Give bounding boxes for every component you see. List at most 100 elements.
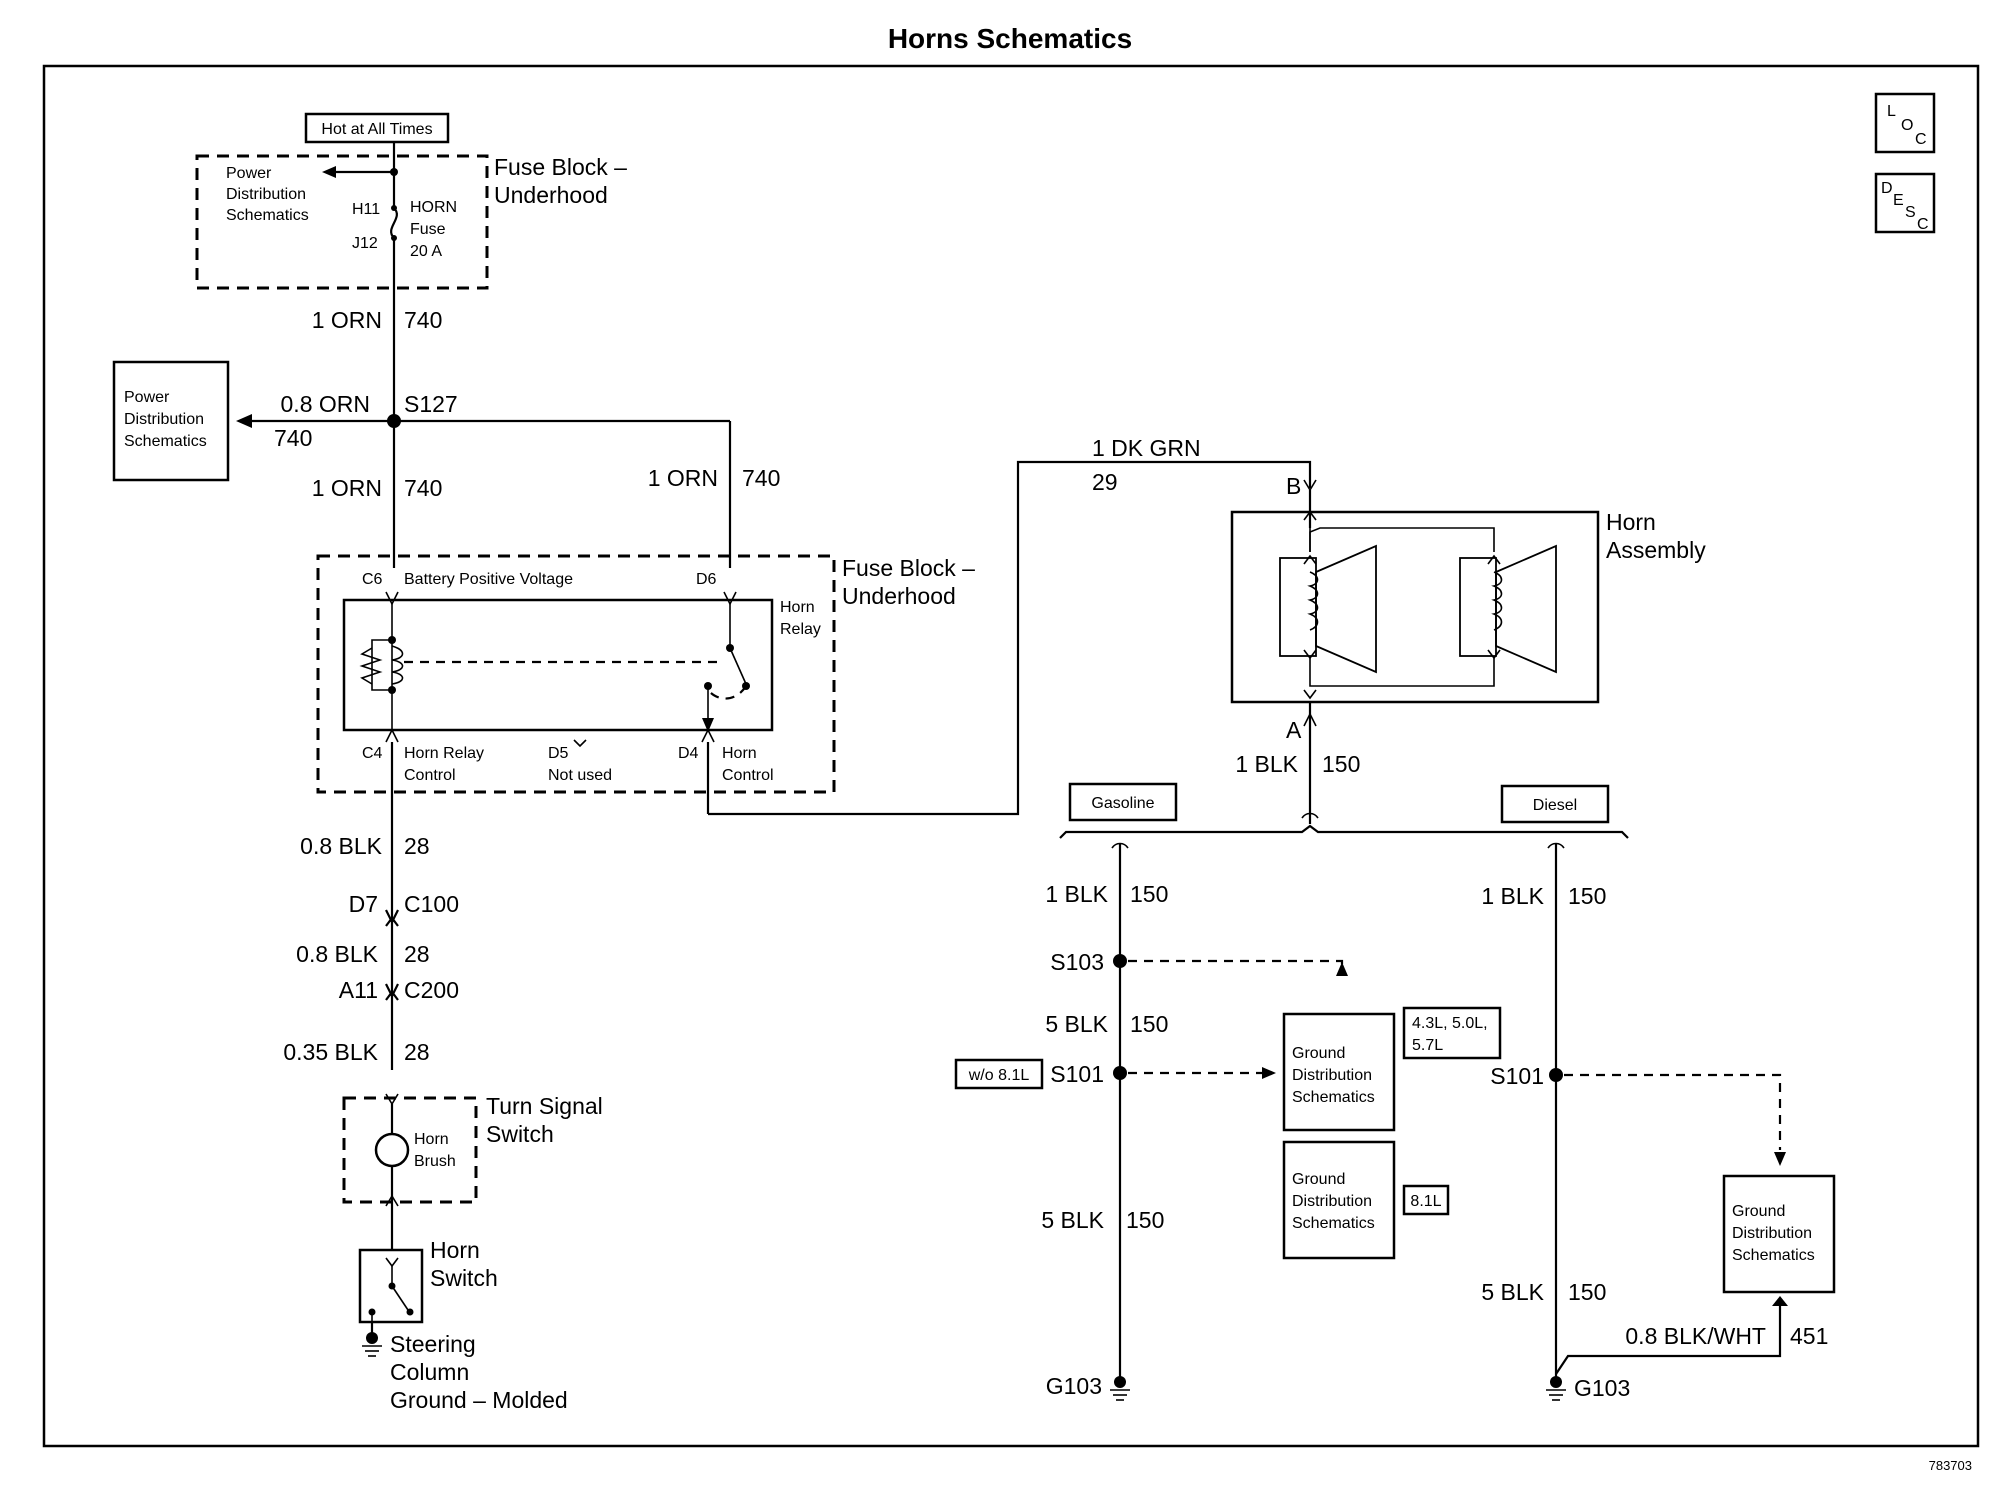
svg-text:Ground: Ground [1732, 1203, 1785, 1220]
svg-text:Schematics: Schematics [1292, 1215, 1375, 1232]
svg-text:Horn: Horn [430, 1237, 480, 1263]
svg-text:D4: D4 [678, 745, 699, 762]
desc-icon[interactable]: D E S C [1874, 172, 1936, 234]
svg-text:0.35 BLK: 0.35 BLK [283, 1039, 378, 1065]
svg-text:C6: C6 [362, 571, 383, 588]
svg-text:740: 740 [742, 465, 780, 491]
svg-text:S127: S127 [404, 391, 458, 417]
svg-text:451: 451 [1790, 1323, 1828, 1349]
svg-text:Underhood: Underhood [842, 583, 956, 609]
svg-text:L: L [1887, 103, 1896, 120]
svg-text:150: 150 [1130, 1011, 1168, 1037]
svg-text:C: C [1917, 216, 1929, 233]
svg-text:S: S [1905, 204, 1916, 221]
svg-text:1 BLK: 1 BLK [1481, 883, 1544, 909]
svg-text:740: 740 [274, 425, 312, 451]
loc-icon[interactable]: L O C [1874, 92, 1936, 154]
svg-text:Underhood: Underhood [494, 182, 608, 208]
engine-8-1l-label: 8.1L [1402, 1184, 1450, 1216]
svg-text:150: 150 [1568, 883, 1606, 909]
ground-distribution-reference-box[interactable]: Ground Distribution Schematics [1722, 1174, 1836, 1294]
splice-s101-diesel [1549, 1068, 1563, 1082]
svg-text:150: 150 [1130, 881, 1168, 907]
svg-text:1 BLK: 1 BLK [1235, 751, 1298, 777]
svg-text:Fuse: Fuse [410, 221, 446, 238]
svg-text:C: C [1915, 131, 1927, 148]
svg-text:D7: D7 [349, 891, 378, 917]
svg-text:Power: Power [226, 165, 272, 182]
svg-text:1 DK GRN: 1 DK GRN [1092, 435, 1201, 461]
gasoline-option-label: Gasoline [1068, 782, 1178, 822]
svg-text:Schematics: Schematics [124, 433, 207, 450]
svg-text:5 BLK: 5 BLK [1481, 1279, 1544, 1305]
horn-brush-icon [374, 1132, 410, 1168]
engine-option-label: 4.3L, 5.0L, 5.7L [1402, 1006, 1502, 1060]
svg-text:C4: C4 [362, 745, 383, 762]
svg-text:150: 150 [1322, 751, 1360, 777]
horn-relay [342, 591, 774, 743]
svg-text:28: 28 [404, 833, 430, 859]
page-title: Horns Schematics [888, 23, 1132, 54]
svg-text:Schematics: Schematics [1292, 1089, 1375, 1106]
svg-text:Not used: Not used [548, 767, 612, 784]
svg-text:Fuse Block –: Fuse Block – [842, 555, 975, 581]
svg-text:5 BLK: 5 BLK [1045, 1011, 1108, 1037]
ground-g103-gasoline: G103 [1046, 1373, 1102, 1399]
svg-text:28: 28 [404, 1039, 430, 1065]
power-distribution-reference-top: Power Distribution Schematics [226, 165, 309, 224]
ground-icon [1546, 1376, 1566, 1401]
hot-at-all-times-label: Hot at All Times [304, 112, 450, 144]
horn-fuse-icon [390, 205, 398, 241]
svg-text:Distribution: Distribution [1292, 1193, 1372, 1210]
svg-text:Column: Column [390, 1359, 469, 1385]
svg-text:A11: A11 [339, 977, 378, 1003]
svg-text:Hot at All Times: Hot at All Times [321, 121, 432, 138]
svg-text:Brush: Brush [414, 1153, 456, 1170]
svg-text:Horn Relay: Horn Relay [404, 745, 484, 762]
svg-text:O: O [1901, 117, 1913, 134]
without-8-1l-label: w/o 8.1L [954, 1058, 1044, 1090]
svg-text:0.8 BLK/WHT: 0.8 BLK/WHT [1625, 1323, 1766, 1349]
svg-text:A: A [1286, 717, 1302, 743]
fuse-block-underhood-relay [316, 554, 836, 794]
power-distribution-reference-box[interactable]: Power Distribution Schematics [112, 360, 230, 482]
svg-text:Power: Power [124, 389, 170, 406]
horn-speaker-icon [1279, 544, 1377, 674]
svg-text:1 ORN: 1 ORN [312, 307, 382, 333]
diode-icon [359, 647, 383, 685]
svg-text:S101: S101 [1050, 1061, 1104, 1087]
svg-text:Turn Signal: Turn Signal [486, 1093, 603, 1119]
svg-text:Schematics: Schematics [1732, 1247, 1815, 1264]
svg-text:150: 150 [1568, 1279, 1606, 1305]
relay-switch-contact-icon [729, 647, 747, 685]
svg-text:H11: H11 [352, 201, 380, 218]
svg-text:D: D [1881, 180, 1893, 197]
svg-text:0.8 BLK: 0.8 BLK [300, 833, 382, 859]
connector-c100 [385, 909, 399, 925]
svg-text:Control: Control [722, 767, 774, 784]
ground-distribution-reference-box[interactable]: Ground Distribution Schematics [1282, 1140, 1396, 1260]
fuse-block-underhood-top [195, 154, 489, 290]
ground-distribution-reference-box[interactable]: Ground Distribution Schematics [1282, 1012, 1396, 1132]
svg-text:740: 740 [404, 475, 442, 501]
ground-g103-diesel: G103 [1574, 1375, 1630, 1401]
svg-text:5.7L: 5.7L [1412, 1037, 1443, 1054]
svg-text:28: 28 [404, 941, 430, 967]
svg-text:1 BLK: 1 BLK [1045, 881, 1108, 907]
svg-text:5 BLK: 5 BLK [1041, 1207, 1104, 1233]
svg-text:Distribution: Distribution [124, 411, 204, 428]
svg-text:8.1L: 8.1L [1410, 1193, 1441, 1210]
svg-text:Relay: Relay [780, 621, 821, 638]
svg-text:Diesel: Diesel [1533, 797, 1577, 814]
svg-text:Control: Control [404, 767, 456, 784]
svg-text:1 ORN: 1 ORN [312, 475, 382, 501]
svg-text:29: 29 [1092, 469, 1118, 495]
svg-text:Switch: Switch [486, 1121, 554, 1147]
svg-text:Battery Positive Voltage: Battery Positive Voltage [404, 571, 573, 588]
svg-text:E: E [1893, 192, 1904, 209]
splice-s101-gasoline [1113, 1066, 1127, 1080]
svg-text:Distribution: Distribution [226, 186, 306, 203]
horn-relay-label: Horn [780, 599, 815, 616]
svg-text:20 A: 20 A [410, 243, 442, 260]
